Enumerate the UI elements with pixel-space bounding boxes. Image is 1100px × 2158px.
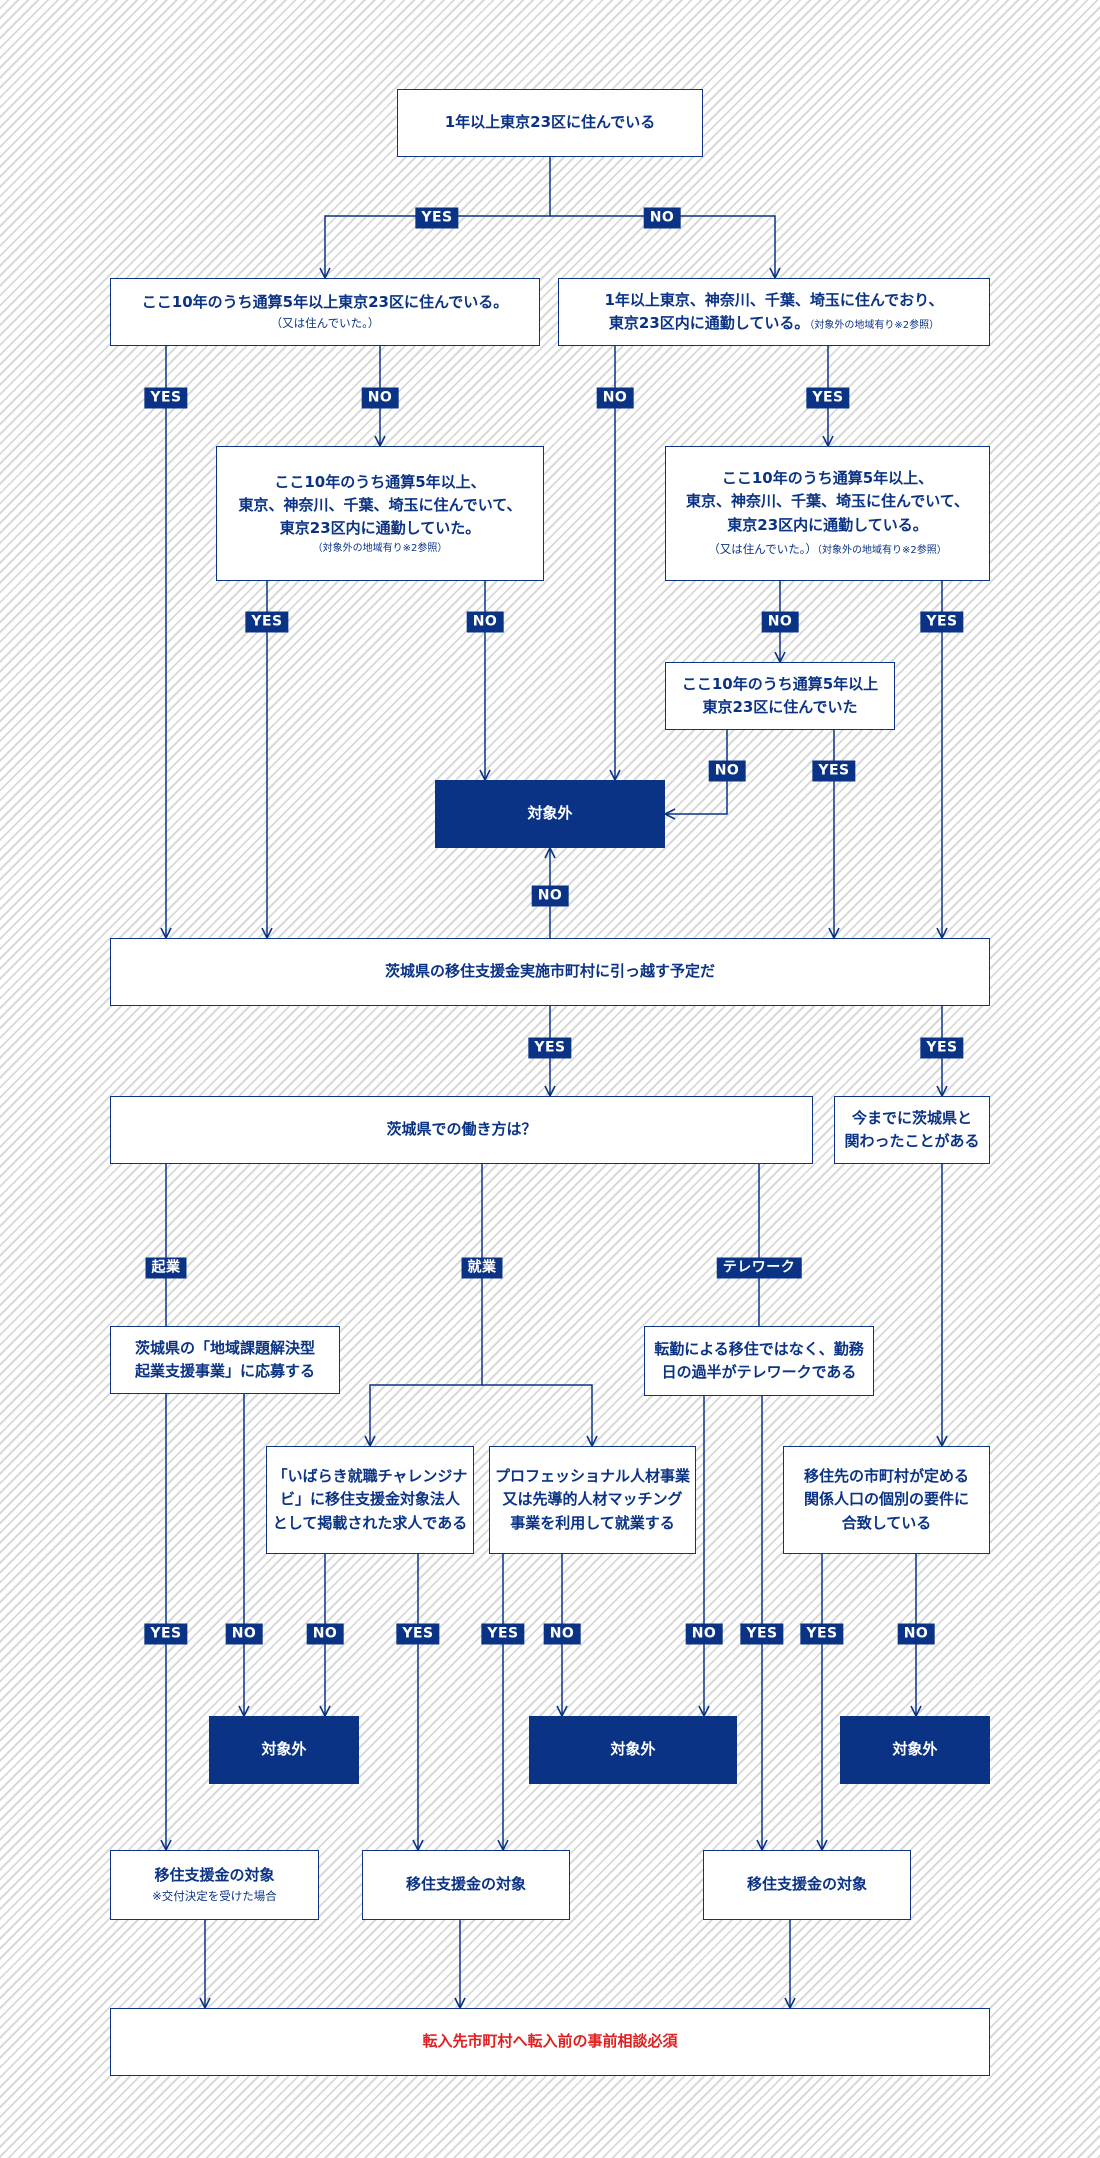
excluded-label-3: 対象外 <box>610 1740 656 1759</box>
q13-text-line2: 又は先導的人材マッチング <box>502 1490 683 1509</box>
question-box-1: 1年以上東京23区に住んでいる <box>397 89 703 157</box>
question-box-12: 「いばらき就職チャレンジナ ビ」に移住支援金対象法人 として掲載された求人である <box>266 1446 474 1554</box>
question-box-10: 茨城県の「地域課題解決型 起業支援事業」に応募する <box>110 1326 340 1394</box>
q12-text-line2: ビ」に移住支援金対象法人 <box>279 1490 460 1509</box>
q4-text-line3: 東京23区内に通勤していた。 <box>279 519 481 538</box>
label-shugyo: 就業 <box>461 1257 503 1279</box>
label-q5-yes: YES <box>920 611 964 633</box>
q7-text: 茨城県の移住支援金実施市町村に引っ越す予定だ <box>384 962 715 981</box>
q9-text-line2: 関わったことがある <box>844 1132 980 1150</box>
q3-note: （対象外の地域有り※2参照） <box>809 320 940 331</box>
q4-text-line1: ここ10年のうち通算5年以上、 <box>274 472 486 491</box>
label-q4-no: NO <box>466 611 504 633</box>
label-q5-no: NO <box>761 611 799 633</box>
label-q13-yes: YES <box>481 1623 525 1645</box>
q5-text-line1: ここ10年のうち通算5年以上、 <box>721 469 934 487</box>
result3-text: 移住支援金の対象 <box>746 1875 867 1894</box>
q1-text: 1年以上東京23区に住んでいる <box>444 113 656 132</box>
question-box-8: 茨城県での働き方は？ <box>110 1096 813 1164</box>
final-box: 転入先市町村へ転入前の事前相談必須 <box>110 2008 990 2076</box>
q10-text-line2: 起業支援事業」に応募する <box>134 1362 315 1380</box>
label-q12-no: NO <box>306 1623 344 1645</box>
label-q2-no: NO <box>361 387 399 409</box>
label-kigyo: 起業 <box>145 1257 187 1279</box>
question-box-5: ここ10年のうち通算5年以上、 東京、神奈川、千葉、埼玉に住んでいて、 東京23… <box>665 446 990 581</box>
label-q13-no: NO <box>543 1623 581 1645</box>
excluded-label-2: 対象外 <box>261 1740 307 1759</box>
label-telework: テレワーク <box>716 1257 802 1279</box>
result1-text: 移住支援金の対象 <box>154 1866 275 1885</box>
label-q7-yes-right: YES <box>920 1037 964 1059</box>
q14-text-line1: 移住先の市町村が定める <box>803 1467 969 1486</box>
question-box-14: 移住先の市町村が定める 関係人口の個別の要件に 合致している <box>783 1446 990 1554</box>
excluded-box-1: 対象外 <box>435 780 665 848</box>
label-q7-yes-left: YES <box>528 1037 572 1059</box>
q5-note: （対象外の地域有り※2参照） <box>816 544 947 556</box>
q11-text-line1: 転勤による移住ではなく、勤務 <box>654 1339 864 1358</box>
label-q3-no: NO <box>596 387 634 409</box>
q3-text-line1: 1年以上東京、神奈川、千葉、埼玉に住んでおり、 <box>604 290 944 309</box>
question-box-3: 1年以上東京、神奈川、千葉、埼玉に住んでおり、 東京23区内に通勤している。（対… <box>558 278 990 346</box>
result-box-2: 移住支援金の対象 <box>362 1850 570 1920</box>
q3-text-line2: 東京23区内に通勤している。 <box>608 314 810 332</box>
label-q11-no: NO <box>685 1623 723 1645</box>
q4-text-line2: 東京、神奈川、千葉、埼玉に住んでいて、 <box>238 496 522 515</box>
q6-text-line2: 東京23区に住んでいた <box>702 698 858 716</box>
q13-text-line3: 事業を利用して就業する <box>510 1513 675 1532</box>
excluded-box-2: 対象外 <box>209 1716 359 1784</box>
q5-text-line3: 東京23区内に通勤している。 <box>727 515 928 534</box>
q9-text-line1: 今までに茨城県と <box>851 1108 972 1127</box>
q11-text-line2: 日の過半がテレワークである <box>661 1363 857 1381</box>
q5-subtext: （又は住んでいた。） <box>708 541 817 556</box>
q14-text-line3: 合致している <box>841 1513 932 1532</box>
question-box-6: ここ10年のうち通算5年以上 東京23区に住んでいた <box>665 662 895 730</box>
label-q14-yes: YES <box>800 1623 844 1645</box>
label-q11-yes: YES <box>740 1623 784 1645</box>
result1-subtext: ※交付決定を受けた場合 <box>152 1888 277 1903</box>
question-box-11: 転勤による移住ではなく、勤務 日の過半がテレワークである <box>644 1326 874 1396</box>
label-q1-no: NO <box>643 207 681 229</box>
label-q6-no: NO <box>708 760 746 782</box>
label-q10-yes: YES <box>144 1623 188 1645</box>
excluded-label-4: 対象外 <box>892 1740 938 1759</box>
label-q6-yes: YES <box>812 760 856 782</box>
q10-text-line1: 茨城県の「地域課題解決型 <box>134 1338 315 1357</box>
label-q2-yes: YES <box>144 387 188 409</box>
question-box-13: プロフェッショナル人材事業 又は先導的人材マッチング 事業を利用して就業する <box>489 1446 696 1554</box>
q14-text-line2: 関係人口の個別の要件に <box>803 1490 969 1509</box>
q8-text: 茨城県での働き方は？ <box>386 1120 537 1139</box>
q13-text-line1: プロフェッショナル人材事業 <box>495 1467 691 1486</box>
label-q14-no: NO <box>897 1623 935 1645</box>
label-q12-yes: YES <box>396 1623 440 1645</box>
excluded-label-1: 対象外 <box>527 804 573 823</box>
label-q7-no: NO <box>531 885 569 907</box>
q5-text-line2: 東京、神奈川、千葉、埼玉に住んでいて、 <box>685 492 970 511</box>
question-box-4: ここ10年のうち通算5年以上、 東京、神奈川、千葉、埼玉に住んでいて、 東京23… <box>216 446 544 581</box>
excluded-box-4: 対象外 <box>840 1716 990 1784</box>
question-box-7: 茨城県の移住支援金実施市町村に引っ越す予定だ <box>110 938 990 1006</box>
q2-text: ここ10年のうち通算5年以上東京23区に住んでいる。 <box>141 293 509 312</box>
result2-text: 移住支援金の対象 <box>405 1875 526 1894</box>
label-q10-no: NO <box>225 1623 263 1645</box>
q2-subtext: （又は住んでいた。） <box>270 315 380 330</box>
question-box-9: 今までに茨城県と 関わったことがある <box>834 1096 990 1164</box>
q12-text-line1: 「いばらき就職チャレンジナ <box>272 1467 468 1486</box>
q12-text-line3: として掲載された求人である <box>272 1513 468 1532</box>
label-q3-yes: YES <box>806 387 850 409</box>
final-text: 転入先市町村へ転入前の事前相談必須 <box>422 2032 678 2051</box>
q4-note: （対象外の地域有り※2参照） <box>312 542 448 554</box>
excluded-box-3: 対象外 <box>529 1716 737 1784</box>
result-box-1: 移住支援金の対象 ※交付決定を受けた場合 <box>110 1850 319 1920</box>
label-q1-yes: YES <box>415 207 459 229</box>
result-box-3: 移住支援金の対象 <box>703 1850 911 1920</box>
q6-text-line1: ここ10年のうち通算5年以上 <box>681 674 879 693</box>
question-box-2: ここ10年のうち通算5年以上東京23区に住んでいる。 （又は住んでいた。） <box>110 278 540 346</box>
label-q4-yes: YES <box>245 611 289 633</box>
